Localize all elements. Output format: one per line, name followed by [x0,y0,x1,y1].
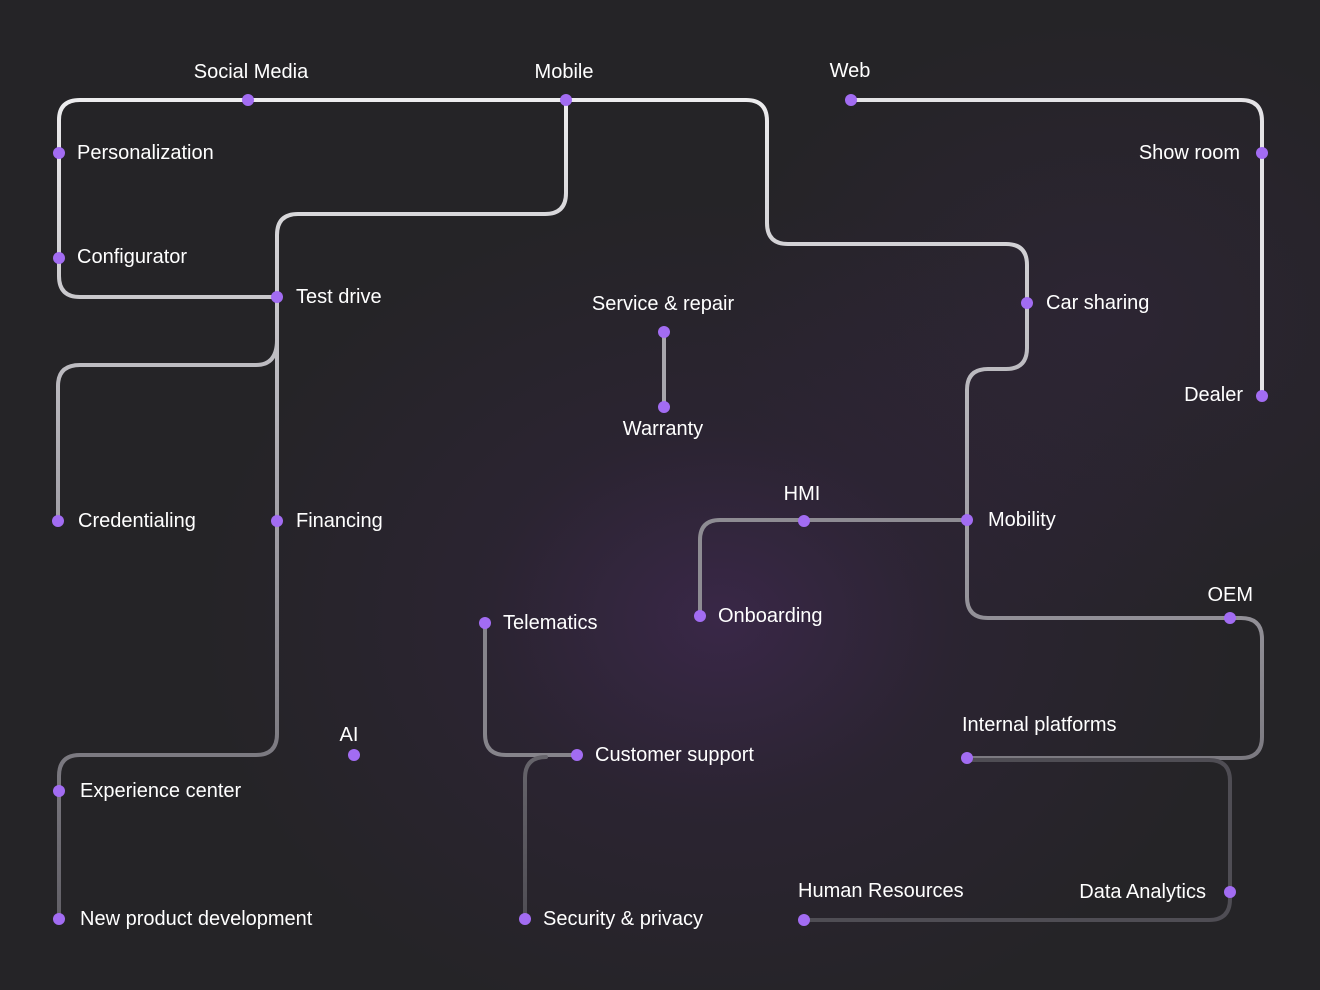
node-dot-ai [348,749,360,761]
node-dot-data-analytics [1224,886,1236,898]
node-dot-mobility [961,514,973,526]
node-dot-social-media [242,94,254,106]
label-web: Web [829,60,871,82]
label-data-analytics: Data Analytics [1079,881,1206,903]
label-mobile: Mobile [534,61,594,83]
label-dealer: Dealer [1184,384,1243,406]
label-financing: Financing [296,510,383,532]
label-human-resources: Human Resources [798,880,964,902]
label-service-repair: Service & repair [591,293,735,315]
label-new-product-development: New product development [80,908,313,930]
node-dot-human-resources [798,914,810,926]
line-web [849,98,1264,398]
label-car-sharing: Car sharing [1046,292,1150,314]
label-onboarding: Onboarding [718,605,823,627]
node-dot-experience-center [53,785,65,797]
node-dot-dealer [1256,390,1268,402]
node-dot-mobile [560,94,572,106]
node-dot-show-room [1256,147,1268,159]
node-dot-financing [271,515,283,527]
label-show-room: Show room [1138,142,1240,164]
label-mobility: Mobility [988,509,1056,531]
label-social-media: Social Media [193,61,309,83]
node-dot-hmi [798,515,810,527]
node-dot-customer-support [571,749,583,761]
node-dot-internal-platforms [961,752,973,764]
label-configurator: Configurator [77,246,188,268]
label-test-drive: Test drive [296,286,382,308]
node-dot-web [845,94,857,106]
node-dot-onboarding [694,610,706,622]
label-oem: OEM [1207,584,1253,606]
node-dot-telematics [479,617,491,629]
label-customer-support: Customer support [595,744,754,766]
line-internal [802,758,1232,922]
label-hmi: HMI [783,483,821,505]
node-dot-configurator [53,252,65,264]
node-dot-oem [1224,612,1236,624]
node-dot-security-privacy [519,913,531,925]
label-warranty: Warranty [622,418,704,440]
label-personalization: Personalization [77,142,214,164]
node-dot-credentialing [52,515,64,527]
node-dot-car-sharing [1021,297,1033,309]
label-internal-platforms: Internal platforms [962,714,1117,736]
node-dot-service-repair [658,326,670,338]
label-security-privacy: Security & privacy [543,908,704,930]
node-dot-test-drive [271,291,283,303]
line-telematics [483,621,579,757]
node-dot-personalization [53,147,65,159]
node-dot-new-product-development [53,913,65,925]
label-ai: AI [339,724,359,746]
line-credentialing [56,338,279,523]
line-mobile-down [57,98,568,921]
line-security [523,755,548,921]
label-telematics: Telematics [503,612,598,634]
node-dot-warranty [658,401,670,413]
line-hmi [698,518,969,618]
label-experience-center: Experience center [80,780,242,802]
label-credentialing: Credentialing [78,510,196,532]
